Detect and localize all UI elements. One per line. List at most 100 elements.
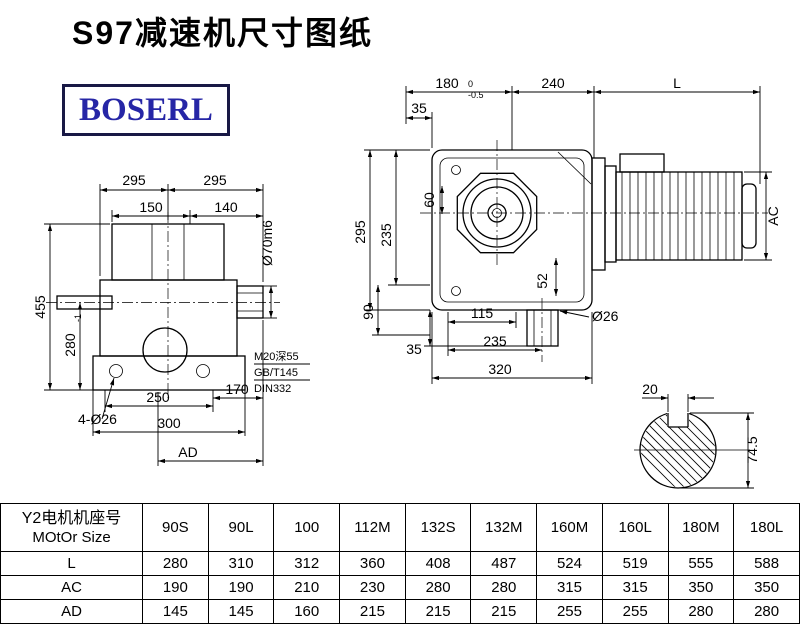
column-header: 100	[273, 503, 341, 552]
table-cell: 487	[470, 551, 538, 576]
dim-label-180-tol-upper: 0	[468, 79, 473, 89]
column-header: 160M	[536, 503, 603, 552]
table-cell: 280	[470, 575, 538, 600]
technical-drawing: 295 295 150 140 Ø70m6 455 280 -1 250 170…	[32, 75, 781, 489]
column-header: 160L	[601, 503, 669, 552]
motor-flange	[591, 157, 606, 271]
dim-label-250: 250	[146, 389, 170, 405]
dim-label-295: 295	[352, 220, 368, 244]
logo-text: BOSERL	[79, 91, 213, 128]
column-header: 90L	[207, 503, 275, 552]
table-cell: 190	[207, 575, 275, 600]
dim-label-L: L	[673, 75, 681, 91]
table-cell: 160	[273, 599, 341, 624]
mount-hole	[109, 364, 123, 378]
column-header: 180L	[733, 503, 800, 552]
row-label: L	[0, 551, 143, 576]
dim-label-170: 170	[225, 381, 249, 397]
table-row-L: L 280 310 312 360 408 487 524 519 555 58…	[0, 551, 800, 576]
table-cell: 555	[667, 551, 735, 576]
mount-hole	[196, 364, 210, 378]
dim-label-455: 455	[32, 295, 48, 319]
table-cell: 408	[404, 551, 472, 576]
table-cell: 190	[142, 575, 209, 600]
note-standard-1: GB/T145	[254, 367, 298, 379]
dim-label-180: 180	[435, 75, 459, 91]
column-header: 132S	[404, 503, 472, 552]
table-cell: 210	[273, 575, 341, 600]
input-boss-octagon	[456, 172, 538, 254]
note-thread: M20深55	[254, 350, 299, 363]
dim-label-hole-26: Ø26	[592, 308, 619, 324]
table-header-motor-size: Y2电机机座号 MOtOr Size	[0, 503, 143, 552]
motor-size-label-en: MOtOr Size	[32, 528, 111, 546]
table-cell: 215	[404, 599, 472, 624]
bolt-hole	[451, 165, 461, 175]
dim-label-20: 20	[642, 381, 658, 397]
dim-label-holes: 4-Ø26	[78, 411, 117, 427]
table-cell: 280	[733, 599, 800, 624]
table-cell: 255	[601, 599, 669, 624]
note-standard-2: DIN332	[254, 383, 291, 395]
front-housing-outline	[420, 140, 768, 362]
dim-label-90: 90	[360, 304, 376, 320]
table-cell: 350	[667, 575, 735, 600]
table-cell: 255	[536, 599, 603, 624]
bore-circle	[142, 327, 188, 373]
table-cell: 310	[207, 551, 275, 576]
column-header: 180M	[667, 503, 735, 552]
table-cell: 215	[470, 599, 538, 624]
dim-label-AD: AD	[178, 444, 197, 460]
gearbox-body-outline	[46, 212, 280, 398]
table-cell: 230	[339, 575, 406, 600]
motor-body	[615, 171, 743, 261]
dim-label-280: 280	[62, 333, 78, 357]
keyway-slot	[667, 413, 689, 428]
table-row-AD: AD 145 145 160 215 215 215 255 255 280 2…	[0, 599, 800, 624]
table-cell: 519	[601, 551, 669, 576]
table-cell: 312	[273, 551, 341, 576]
dim-label-150: 150	[139, 199, 163, 215]
shaft-cross-section: 20 74.5	[634, 381, 760, 489]
table-cell: 215	[339, 599, 406, 624]
motor-size-label-cn: Y2电机机座号	[21, 509, 122, 527]
dim-label-295-left: 295	[122, 172, 146, 188]
table-cell: 315	[601, 575, 669, 600]
dim-label-180-tol-lower: -0.5	[468, 90, 484, 100]
dim-label-300: 300	[157, 415, 181, 431]
front-view-dimension-lines	[364, 86, 772, 384]
dim-label-35-bottom: 35	[406, 341, 422, 357]
dim-label-235-left: 235	[378, 223, 394, 247]
output-shaft-down	[526, 309, 559, 347]
dim-label-52: 52	[534, 273, 550, 289]
dim-label-320: 320	[488, 361, 512, 377]
dim-label-AC: AC	[765, 206, 781, 225]
dim-label-280-tol: -1	[73, 314, 83, 322]
row-label: AD	[0, 599, 143, 624]
dim-label-235-bottom: 235	[483, 333, 507, 349]
dim-label-35-top: 35	[411, 100, 427, 116]
dim-label-74-5: 74.5	[744, 436, 760, 463]
table-cell: 280	[667, 599, 735, 624]
page-title: S97减速机尺寸图纸	[72, 15, 373, 51]
table-cell: 315	[536, 575, 603, 600]
table-cell: 360	[339, 551, 406, 576]
dim-label-295-right: 295	[203, 172, 227, 188]
output-shaft-boss	[236, 285, 264, 319]
table-row-AC: AC 190 190 210 230 280 280 315 315 350 3…	[0, 575, 800, 600]
dim-label-60: 60	[421, 192, 437, 208]
table-cell: 145	[142, 599, 209, 624]
left-view-dimension-lines	[44, 184, 310, 466]
motor-outline	[591, 153, 757, 271]
motor-fins	[621, 172, 735, 260]
table-cell: 524	[536, 551, 603, 576]
dim-label-240: 240	[541, 75, 565, 91]
table-cell: 588	[733, 551, 800, 576]
left-side-view: 295 295 150 140 Ø70m6 455 280 -1 250 170…	[32, 172, 310, 466]
front-view: 180 0 -0.5 240 L 35 60 295 235 90 35 52 …	[352, 75, 781, 384]
terminal-box	[619, 153, 665, 173]
column-header: 132M	[470, 503, 538, 552]
table-cell: 145	[207, 599, 275, 624]
dim-label-115: 115	[471, 305, 494, 321]
